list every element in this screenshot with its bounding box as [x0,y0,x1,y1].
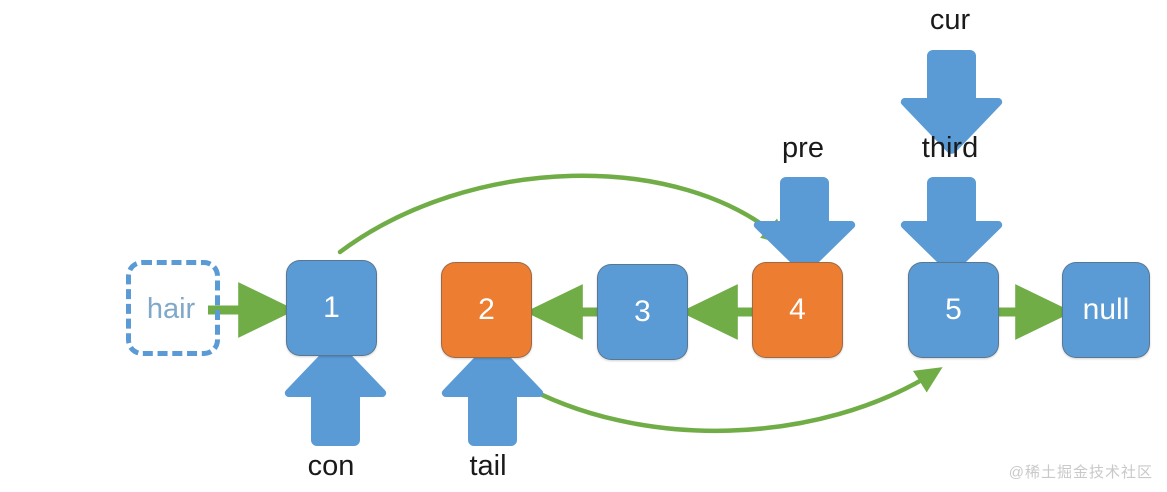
ghost-node-label: hair [146,292,196,325]
watermark: @稀土掘金技术社区 [1008,464,1153,481]
node-1-label: 1 [323,291,340,324]
node-4-label: 4 [789,293,806,326]
pointer-label-con: con [307,450,355,482]
link-curve-tail-to-node-5 [514,367,943,434]
node-1[interactable]: 1 [286,260,377,356]
third-down-arrow-icon [900,176,1003,274]
pointer-label-cur: cur [929,4,971,36]
node-null[interactable]: null [1062,262,1150,358]
ghost-node-hair[interactable]: hair [126,260,220,356]
pre-down-arrow-icon [753,176,856,274]
pointer-label-third: third [921,132,979,164]
node-null-label: null [1082,293,1130,326]
node-2[interactable]: 2 [441,262,532,358]
node-3-label: 3 [634,295,651,328]
node-5-label: 5 [945,293,962,326]
cur-down-arrow-icon [900,50,1003,154]
node-3[interactable]: 3 [597,264,688,360]
tail-up-arrow-icon [441,341,544,446]
node-4[interactable]: 4 [752,262,843,358]
con-up-arrow-icon [284,341,387,446]
pointer-label-pre: pre [782,132,824,164]
pointer-label-tail: tail [469,450,507,482]
node-5[interactable]: 5 [908,262,999,358]
node-2-label: 2 [478,293,495,326]
link-curve-node-1-to-pre [337,173,789,255]
